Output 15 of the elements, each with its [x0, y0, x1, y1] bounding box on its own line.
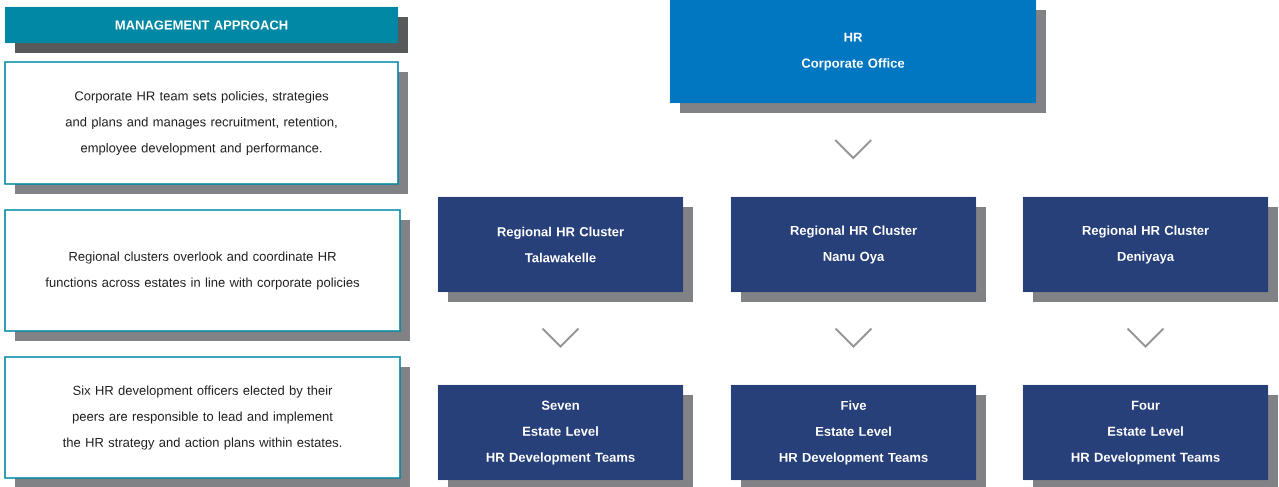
- chevron-arrow: [834, 327, 873, 348]
- description-box: Six HR development officers elected by their peers are responsible to lead and implement the HR strategy and action plans within estates.: [4, 356, 410, 487]
- office-box: HR Corporate Office: [669, 0, 1046, 113]
- heading-bar: MANAGEMENT APPROACH: [4, 6, 408, 53]
- chevron-arrow: [834, 139, 873, 160]
- team-box: Seven Estate Level HR Development Teams: [437, 384, 693, 487]
- team-box: Regional HR Cluster Talawakelle: [437, 196, 693, 302]
- team-box: Four Estate Level HR Development Teams: [1022, 384, 1278, 487]
- team-box: Five Estate Level HR Development Teams: [730, 384, 986, 487]
- chevron-arrow: [1126, 327, 1165, 348]
- chevron-arrow: [541, 327, 580, 348]
- description-box: Regional clusters overlook and coordinate HR functions across estates in line with corporate policies: [4, 209, 410, 341]
- team-box: Regional HR Cluster Deniyaya: [1022, 196, 1278, 302]
- team-box: Regional HR Cluster Nanu Oya: [730, 196, 986, 302]
- description-box: Corporate HR team sets policies, strategies and plans and manages recruitment, retention, employee development and performance.: [4, 61, 408, 194]
